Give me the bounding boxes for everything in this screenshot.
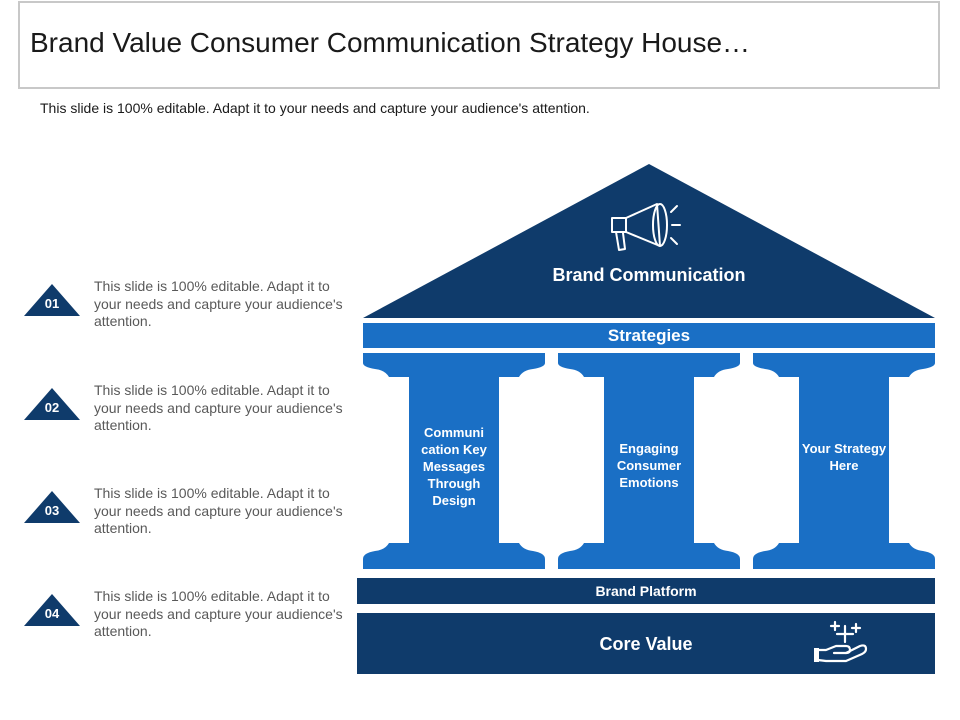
strategies-beam xyxy=(363,323,935,348)
pillar-2-label: Engaging Consumer Emotions xyxy=(616,441,682,490)
pillar-3-label: Your Strategy Here xyxy=(801,441,887,473)
triangle-marker-icon xyxy=(24,491,80,523)
triangle-marker-icon xyxy=(24,388,80,420)
list-item-number: 02 xyxy=(44,400,60,415)
list-item-number: 01 xyxy=(44,296,60,311)
megaphone-icon xyxy=(611,203,681,251)
pillar-1-label: Communi cation Key Messages Through Desi… xyxy=(421,425,487,508)
list-item-text: This slide is 100% editable. Adapt it to… xyxy=(94,278,343,329)
triangle-marker-icon xyxy=(24,284,80,316)
brand-platform-bar xyxy=(357,578,935,604)
page-title: Brand Value Consumer Communication Strat… xyxy=(30,27,751,58)
list-item: 04 This slide is 100% editable. Adapt it… xyxy=(24,588,354,648)
title-box: Brand Value Consumer Communication Strat… xyxy=(18,1,940,89)
core-value-base xyxy=(357,613,935,674)
hand-with-plus-icon xyxy=(814,620,868,663)
list-item: 01 This slide is 100% editable. Adapt it… xyxy=(24,278,354,338)
list-item-text: This slide is 100% editable. Adapt it to… xyxy=(94,588,343,639)
brand-platform-label: Brand Platform xyxy=(595,583,697,599)
roof-label: Brand Communication xyxy=(552,265,746,285)
strategies-label: Strategies xyxy=(607,326,691,345)
list-item-number: 04 xyxy=(44,606,60,621)
list-item-text: This slide is 100% editable. Adapt it to… xyxy=(94,485,343,536)
list-item: 03 This slide is 100% editable. Adapt it… xyxy=(24,485,354,545)
list-item: 02 This slide is 100% editable. Adapt it… xyxy=(24,382,354,442)
triangle-marker-icon xyxy=(24,594,80,626)
page-subtitle: This slide is 100% editable. Adapt it to… xyxy=(40,100,590,116)
core-value-label: Core Value xyxy=(599,634,693,654)
list-item-number: 03 xyxy=(44,503,60,518)
list-item-text: This slide is 100% editable. Adapt it to… xyxy=(94,382,343,433)
